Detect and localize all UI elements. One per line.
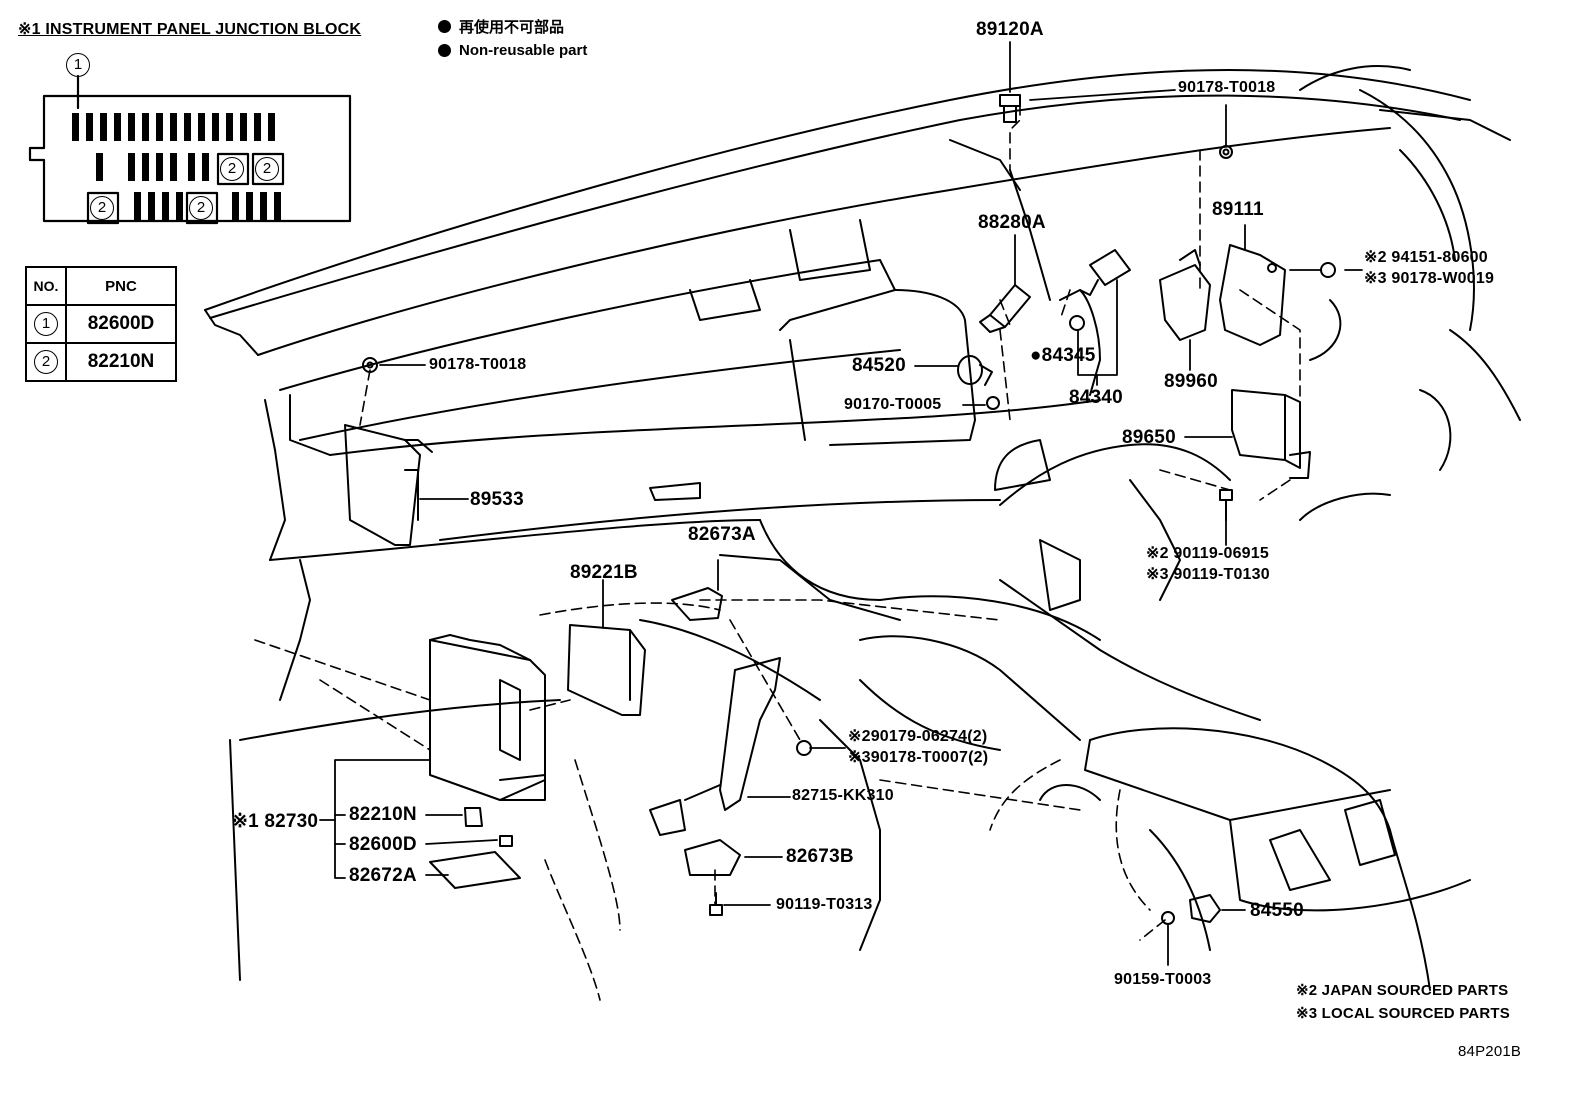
part-label-89650: 89650 <box>1122 427 1176 448</box>
row-number: 1 <box>34 312 58 336</box>
figure-code: 84P201B <box>1458 1043 1522 1060</box>
part-label-84340: 84340 <box>1069 387 1123 408</box>
row-pnc: 82210N <box>65 342 177 382</box>
part-label-94151-80600: ※2 94151-80600 <box>1364 249 1488 266</box>
part-label-82715-KK310: 82715-KK310 <box>792 787 894 804</box>
part-label-89960: 89960 <box>1164 371 1218 392</box>
part-label-88280A: 88280A <box>978 212 1046 233</box>
part-label-90119-T0130: ※3 90119-T0130 <box>1146 566 1270 583</box>
junction-ref-2: 2 <box>90 196 114 220</box>
part-drawings <box>344 94 1336 925</box>
junction-ref-2: 2 <box>189 196 213 220</box>
dashboard-outline <box>204 65 1521 991</box>
row-number: 2 <box>34 350 58 374</box>
part-label-84520: 84520 <box>852 355 906 376</box>
table-row: 1 82600D <box>25 304 177 344</box>
part-label-89111: 89111 <box>1212 199 1264 220</box>
part-label-82210N: 82210N <box>349 804 417 825</box>
part-label-84345: ●84345 <box>1030 345 1096 366</box>
junction-block-title: ※1 INSTRUMENT PANEL JUNCTION BLOCK <box>18 21 362 38</box>
junction-block-schematic <box>28 74 352 225</box>
row-pnc: 82600D <box>65 304 177 344</box>
part-label-90119-06915: ※2 90119-06915 <box>1146 545 1269 562</box>
part-label-90179-06274: ※290179-06274(2) <box>848 728 988 745</box>
part-label-90170-T0005: 90170-T0005 <box>844 396 942 413</box>
legend-non-reusable-en: Non-reusable part <box>438 42 587 59</box>
part-label-90159-T0003: 90159-T0003 <box>1114 971 1212 988</box>
leader-lines <box>319 41 1363 966</box>
part-label-84550: 84550 <box>1250 900 1304 921</box>
part-label-90178-T0007: ※390178-T0007(2) <box>848 749 989 766</box>
dashed-guides <box>254 104 1301 1001</box>
note-local-sourced: ※3 LOCAL SOURCED PARTS <box>1296 1005 1510 1022</box>
junction-ref-2: 2 <box>255 157 279 181</box>
junction-ref-2: 2 <box>220 157 244 181</box>
header-pnc: PNC <box>65 266 177 306</box>
part-label-82672A: 82672A <box>349 865 417 886</box>
part-label-82673A: 82673A <box>688 524 756 545</box>
part-label-90119-T0313: 90119-T0313 <box>776 896 873 913</box>
part-label-89120A: 89120A <box>976 19 1044 40</box>
header-no: NO. <box>25 266 67 306</box>
pnc-table-header: NO. PNC <box>25 266 177 306</box>
table-row: 2 82210N <box>25 342 177 382</box>
note-japan-sourced: ※2 JAPAN SOURCED PARTS <box>1296 982 1509 999</box>
pnc-table: NO. PNC 1 82600D 2 82210N <box>25 266 177 382</box>
non-reusable-dot-icon <box>438 44 451 57</box>
legend-non-reusable-jp: 再使用不可部品 <box>438 16 564 37</box>
part-label-82673B: 82673B <box>786 846 854 867</box>
part-label-89221B: 89221B <box>570 562 638 583</box>
part-label-82600D: 82600D <box>349 834 417 855</box>
part-label-90178-W0019: ※3 90178-W0019 <box>1364 270 1495 287</box>
part-label-90178-T0018: 90178-T0018 <box>429 356 527 373</box>
part-label-82730: ※1 82730 <box>232 811 319 832</box>
part-label-89533: 89533 <box>470 489 524 510</box>
part-label-90178-T0018: 90178-T0018 <box>1178 79 1276 96</box>
junction-ref-1: 1 <box>66 53 90 77</box>
non-reusable-dot-icon <box>438 20 451 33</box>
